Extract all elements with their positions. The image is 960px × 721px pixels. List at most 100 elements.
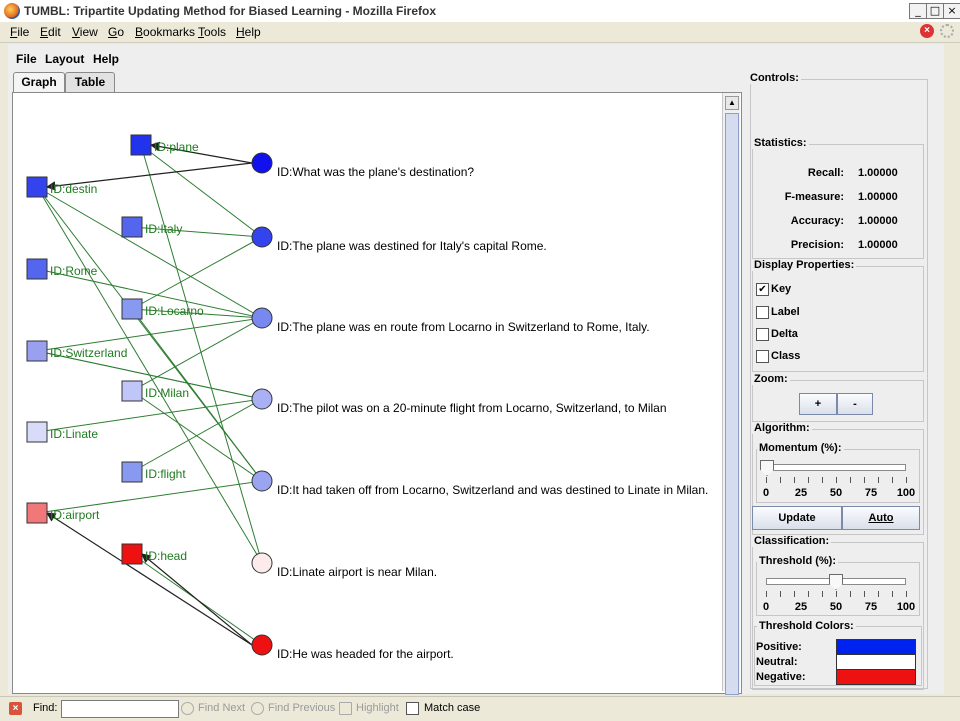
algorithm-group [752, 429, 924, 535]
maximize-button[interactable]: □ [926, 3, 944, 19]
sentence-node[interactable] [251, 226, 273, 248]
stat-label: Precision: [790, 239, 844, 251]
graph-edge [131, 317, 263, 392]
update-button[interactable]: Update [752, 506, 842, 530]
browser-menu-help[interactable]: Help [236, 25, 261, 39]
firefox-logo-icon [4, 3, 20, 19]
key-node[interactable] [26, 421, 48, 443]
key-checkbox[interactable]: ✔ [756, 283, 769, 296]
threshold-group [756, 562, 920, 616]
app-menu-file[interactable]: File [16, 52, 37, 66]
browser-menu-file[interactable]: File [10, 25, 30, 39]
match-case-checkbox[interactable] [406, 702, 419, 715]
key-node[interactable] [121, 298, 143, 320]
label-checkbox[interactable] [756, 306, 769, 319]
auto-toggle-button[interactable]: Auto [842, 506, 920, 530]
key-node[interactable] [26, 340, 48, 362]
app-menu-layout[interactable]: Layout [45, 52, 85, 66]
neutral-color-swatch[interactable] [836, 654, 916, 670]
browser-menu-bookmarks[interactable]: Bookmarks [135, 25, 196, 39]
key-node[interactable] [26, 502, 48, 524]
threshold-slider-thumb[interactable] [829, 574, 843, 590]
key-node-label: ID:destin [50, 182, 97, 196]
key-node[interactable] [121, 543, 143, 565]
find-input[interactable] [61, 700, 179, 718]
display-properties-title: Display Properties: [752, 259, 857, 271]
momentum-slider-track[interactable] [766, 464, 906, 471]
stop-icon[interactable]: × [920, 24, 934, 38]
find-next-button[interactable]: Find Next [198, 702, 246, 714]
sentence-node-label: ID:What was the plane's destination? [277, 165, 474, 179]
scroll-up-icon[interactable]: ▲ [725, 96, 739, 110]
sentence-node[interactable] [251, 307, 273, 329]
momentum-tick-label: 75 [864, 487, 878, 499]
neutral-color-label: Neutral: [756, 656, 798, 668]
sentence-node[interactable] [251, 634, 273, 656]
window-titlebar: TUMBL: Tripartite Updating Method for Bi… [0, 0, 960, 23]
algorithm-title: Algorithm: [752, 422, 812, 434]
key-node[interactable] [26, 176, 48, 198]
browser-menu-tools[interactable]: Tools [198, 25, 227, 39]
stat-label: Accuracy: [790, 215, 844, 227]
close-window-button[interactable]: × [943, 3, 960, 19]
find-label: Find: [33, 702, 58, 714]
delta-checkbox[interactable] [756, 328, 769, 341]
graph-arrow [149, 141, 253, 164]
zoom-out-button[interactable]: - [837, 393, 873, 415]
browser-menubar: File Edit View Go Bookmarks Tools Help [0, 22, 960, 43]
key-node[interactable] [121, 216, 143, 238]
threshold-ticks [766, 591, 907, 597]
find-previous-button[interactable]: Find Previous [268, 702, 336, 714]
key-node-label: ID:head [145, 549, 187, 563]
minimize-button[interactable]: _ [909, 3, 927, 19]
classification-group [752, 542, 924, 690]
graph-edge [131, 390, 263, 482]
sentence-node-label: ID:The plane was destined for Italy's ca… [277, 239, 547, 253]
graph-edge [131, 236, 263, 310]
zoom-in-button[interactable]: + [799, 393, 837, 415]
sentence-node-label: ID:The plane was en route from Locarno i… [277, 320, 650, 334]
key-node-label: ID:Switzerland [50, 346, 127, 360]
positive-color-swatch[interactable] [836, 639, 916, 655]
key-node-label: ID:Milan [145, 386, 189, 400]
find-bar: × Find: Find Next Find Previous Highligh… [0, 696, 960, 721]
key-node-label: ID:airport [50, 508, 100, 522]
tab-table[interactable]: Table [65, 72, 115, 93]
graph-vertical-scrollbar[interactable]: ▲ [722, 93, 740, 695]
scrollbar-thumb[interactable] [725, 113, 739, 695]
statistics-title: Statistics: [752, 137, 809, 149]
sentence-node[interactable] [251, 152, 273, 174]
browser-menu-go[interactable]: Go [108, 25, 125, 39]
find-previous-icon [251, 702, 264, 715]
sentence-node[interactable] [251, 388, 273, 410]
momentum-slider-thumb[interactable] [760, 460, 774, 476]
key-node[interactable] [26, 258, 48, 280]
zoom-title: Zoom: [752, 373, 790, 385]
key-checkbox-label: Key [771, 283, 792, 295]
key-node[interactable] [121, 461, 143, 483]
close-find-bar-icon[interactable]: × [9, 702, 22, 715]
zoom-group [752, 380, 924, 422]
sentence-node[interactable] [251, 552, 273, 574]
momentum-tick-label: 50 [829, 487, 843, 499]
browser-menu-edit[interactable]: Edit [40, 25, 61, 39]
app-menu-help[interactable]: Help [93, 52, 120, 66]
graph-edge [131, 308, 263, 482]
momentum-tick-label: 0 [762, 487, 770, 499]
classification-title: Classification: [752, 535, 832, 547]
key-node[interactable] [121, 380, 143, 402]
momentum-tick-label: 100 [896, 487, 916, 499]
sentence-node[interactable] [251, 470, 273, 492]
find-next-icon [181, 702, 194, 715]
browser-menu-view[interactable]: View [72, 25, 98, 39]
class-checkbox[interactable] [756, 350, 769, 363]
sentence-node-label: ID:It had taken off from Locarno, Switze… [277, 483, 708, 497]
negative-color-swatch[interactable] [836, 669, 916, 685]
key-node[interactable] [130, 134, 152, 156]
tab-graph[interactable]: Graph [13, 72, 65, 94]
key-node-label: ID:Rome [50, 264, 98, 278]
throbber-icon [940, 24, 954, 38]
highlight-button[interactable]: Highlight [356, 702, 399, 714]
graph-arrow [141, 553, 253, 646]
